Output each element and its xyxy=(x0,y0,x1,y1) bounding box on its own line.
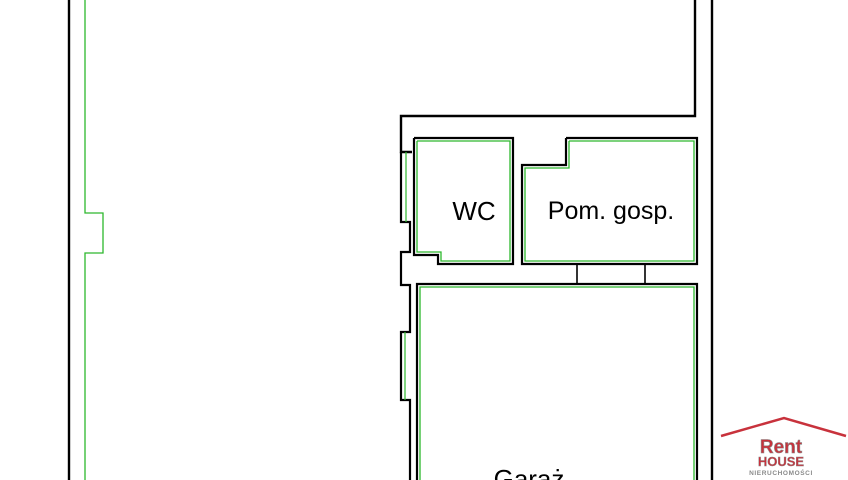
room-wc xyxy=(412,136,515,266)
room-label-garaz: Garaż xyxy=(494,464,565,480)
logo-tagline: NIERUCHOMOŚCI xyxy=(749,468,813,477)
room-garaz xyxy=(415,282,699,480)
logo-text-house: HOUSE xyxy=(758,454,805,469)
logo-roof-icon xyxy=(720,416,847,438)
room-label-pom-gosp: Pom. gosp. xyxy=(548,197,674,225)
door-gap xyxy=(576,264,646,284)
rent-house-logo: Rent HOUSE NIERUCHOMOŚCI xyxy=(720,416,847,477)
room-label-wc: WC xyxy=(452,196,495,226)
living-area xyxy=(84,0,104,480)
outer-walls xyxy=(67,0,714,480)
utility-block-wall xyxy=(399,152,412,480)
room-pom-gosp xyxy=(520,136,699,266)
logo-text-rent: Rent xyxy=(760,437,803,458)
utility-block-inner xyxy=(404,152,407,400)
